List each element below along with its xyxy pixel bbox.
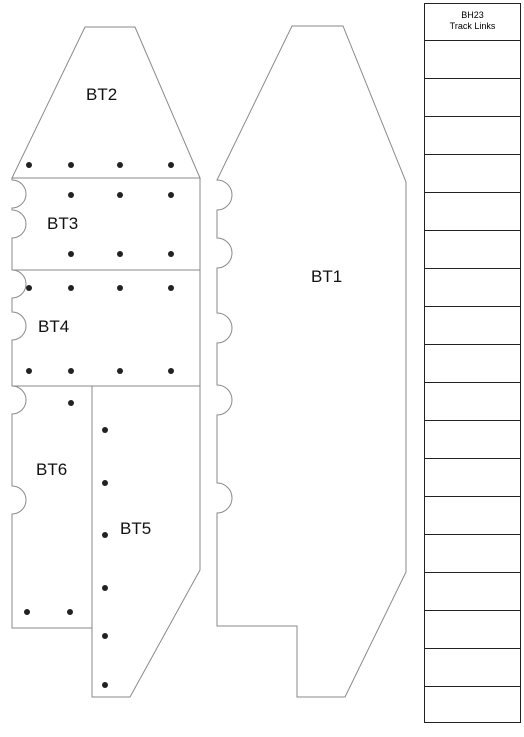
hole bbox=[117, 251, 123, 257]
label-bt3: BT3 bbox=[47, 214, 78, 233]
label-bt1: BT1 bbox=[311, 267, 342, 286]
piece-bt3 bbox=[11, 177, 201, 271]
track-link-row bbox=[425, 193, 520, 231]
hole bbox=[67, 609, 73, 615]
hole bbox=[168, 368, 174, 374]
hole bbox=[68, 400, 74, 406]
piece-bt5 bbox=[91, 385, 201, 698]
hole bbox=[24, 609, 30, 615]
piece-bt1 bbox=[216, 25, 407, 698]
piece-bt4 bbox=[11, 269, 201, 387]
track-links-header: BH23 Track Links bbox=[425, 4, 520, 41]
track-link-row bbox=[425, 573, 520, 611]
hole bbox=[168, 162, 174, 168]
track-link-row bbox=[425, 611, 520, 649]
holes-bt4 bbox=[26, 285, 174, 374]
track-link-row bbox=[425, 41, 520, 79]
hole bbox=[102, 585, 108, 591]
track-link-row bbox=[425, 307, 520, 345]
holes-bt3 bbox=[68, 192, 174, 257]
label-bt6: BT6 bbox=[36, 460, 67, 479]
hole bbox=[102, 427, 108, 433]
hole bbox=[26, 285, 32, 291]
hole bbox=[117, 192, 123, 198]
holes-bt6 bbox=[24, 400, 74, 615]
hole bbox=[168, 251, 174, 257]
track-link-row bbox=[425, 269, 520, 307]
track-links-code: BH23 bbox=[461, 10, 484, 20]
track-link-row bbox=[425, 497, 520, 535]
hole bbox=[102, 682, 108, 688]
track-links-table: BH23 Track Links bbox=[424, 3, 521, 723]
hole bbox=[26, 368, 32, 374]
hole bbox=[102, 532, 108, 538]
hole bbox=[68, 251, 74, 257]
track-link-row bbox=[425, 687, 520, 725]
hole bbox=[68, 192, 74, 198]
hole bbox=[117, 162, 123, 168]
holes-bt5 bbox=[102, 427, 108, 688]
holes-bt2 bbox=[26, 162, 174, 168]
label-bt5: BT5 bbox=[120, 519, 151, 538]
track-link-row bbox=[425, 421, 520, 459]
hole bbox=[68, 368, 74, 374]
track-links-title: Track Links bbox=[449, 21, 496, 31]
label-bt4: BT4 bbox=[38, 317, 69, 336]
track-link-row bbox=[425, 459, 520, 497]
track-link-row bbox=[425, 231, 520, 269]
hole bbox=[68, 285, 74, 291]
hole bbox=[68, 162, 74, 168]
hole bbox=[168, 285, 174, 291]
track-links-rows bbox=[425, 41, 520, 725]
track-link-row bbox=[425, 345, 520, 383]
hole bbox=[117, 368, 123, 374]
piece-bt6 bbox=[11, 385, 93, 629]
track-link-row bbox=[425, 535, 520, 573]
hole bbox=[168, 192, 174, 198]
hole bbox=[117, 285, 123, 291]
hole bbox=[102, 633, 108, 639]
hole bbox=[26, 162, 32, 168]
track-link-row bbox=[425, 383, 520, 421]
track-link-row bbox=[425, 79, 520, 117]
track-link-row bbox=[425, 155, 520, 193]
track-link-row bbox=[425, 649, 520, 687]
label-bt2: BT2 bbox=[86, 85, 117, 104]
track-link-row bbox=[425, 117, 520, 155]
hole bbox=[102, 480, 108, 486]
